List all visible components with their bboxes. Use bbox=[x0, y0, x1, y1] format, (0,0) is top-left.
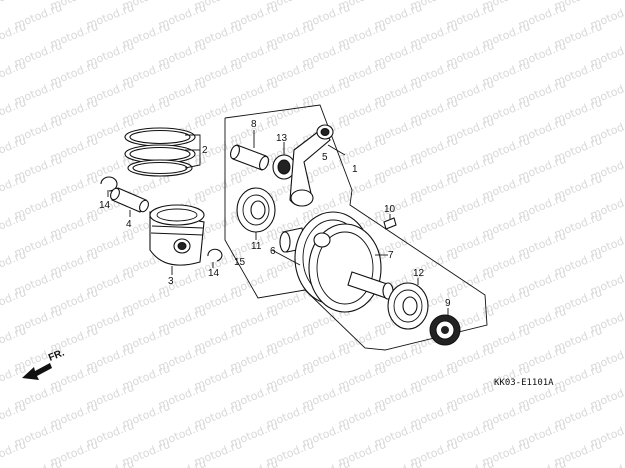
watermark-text: motod.ru bbox=[84, 457, 136, 468]
front-arrow-icon bbox=[22, 363, 52, 380]
callout-15: 15 bbox=[234, 257, 246, 268]
crankshaft bbox=[271, 211, 394, 313]
callout-9: 9 bbox=[445, 298, 451, 309]
watermark-text: motod.ru bbox=[0, 172, 28, 203]
callout-2: 2 bbox=[202, 145, 208, 156]
piston-pin-left bbox=[110, 187, 149, 217]
watermark-text: motod.ru bbox=[516, 457, 568, 468]
piston bbox=[149, 204, 205, 275]
watermark-text: motod.ru bbox=[444, 457, 496, 468]
watermark-text: motod.ru bbox=[300, 457, 352, 468]
right-crank-bearing bbox=[387, 278, 429, 330]
watermark-text: motod.ru bbox=[0, 438, 28, 468]
callout-6: 6 bbox=[270, 246, 276, 257]
watermark-text: motod.ru bbox=[0, 324, 28, 355]
left-crank-bearing bbox=[236, 187, 276, 240]
watermark-text: motod.ru bbox=[156, 457, 208, 468]
watermark-text: motod.ru bbox=[0, 0, 28, 13]
watermark-text: motod.ru bbox=[0, 20, 28, 51]
callout-11: 11 bbox=[251, 241, 262, 252]
pin-clip-right bbox=[207, 248, 223, 268]
watermark-text: motod.ru bbox=[0, 58, 28, 89]
diagram-code: KK03-E1101A bbox=[494, 378, 554, 388]
callout-1: 1 bbox=[352, 164, 358, 175]
watermark-text: motod.ru bbox=[228, 457, 280, 468]
watermark-text: motod.ru bbox=[0, 248, 28, 279]
watermark-text: motod.ru bbox=[588, 457, 625, 468]
callout-labels: 1 2 3 4 5 6 7 8 9 10 11 12 13 14 14 15 bbox=[99, 119, 451, 309]
watermark-text: motod.ru bbox=[12, 457, 64, 468]
callout-13: 13 bbox=[276, 133, 288, 144]
callout-14-left: 14 bbox=[99, 200, 111, 211]
callout-3: 3 bbox=[168, 276, 174, 287]
callout-10: 10 bbox=[384, 204, 396, 215]
callout-8: 8 bbox=[251, 119, 257, 130]
callout-7: 7 bbox=[388, 250, 394, 261]
watermark-text: motod.ru bbox=[0, 96, 28, 127]
callout-12: 12 bbox=[413, 268, 425, 279]
watermark-text: motod.ru bbox=[0, 210, 28, 241]
callout-14-right: 14 bbox=[208, 268, 220, 279]
watermark-text: motod.ru bbox=[0, 400, 28, 431]
connecting-rod bbox=[289, 124, 346, 207]
callout-5: 5 bbox=[322, 152, 328, 163]
watermark-text: motod.ru bbox=[0, 286, 28, 317]
watermark-text: motod.ru bbox=[0, 134, 28, 165]
piston-rings bbox=[124, 127, 201, 177]
woodruff-key bbox=[383, 214, 397, 230]
watermark-text: motod.ru bbox=[372, 457, 424, 468]
callout-4: 4 bbox=[126, 219, 132, 230]
timing-gear bbox=[429, 308, 461, 346]
piston-pin-upper bbox=[229, 130, 270, 171]
